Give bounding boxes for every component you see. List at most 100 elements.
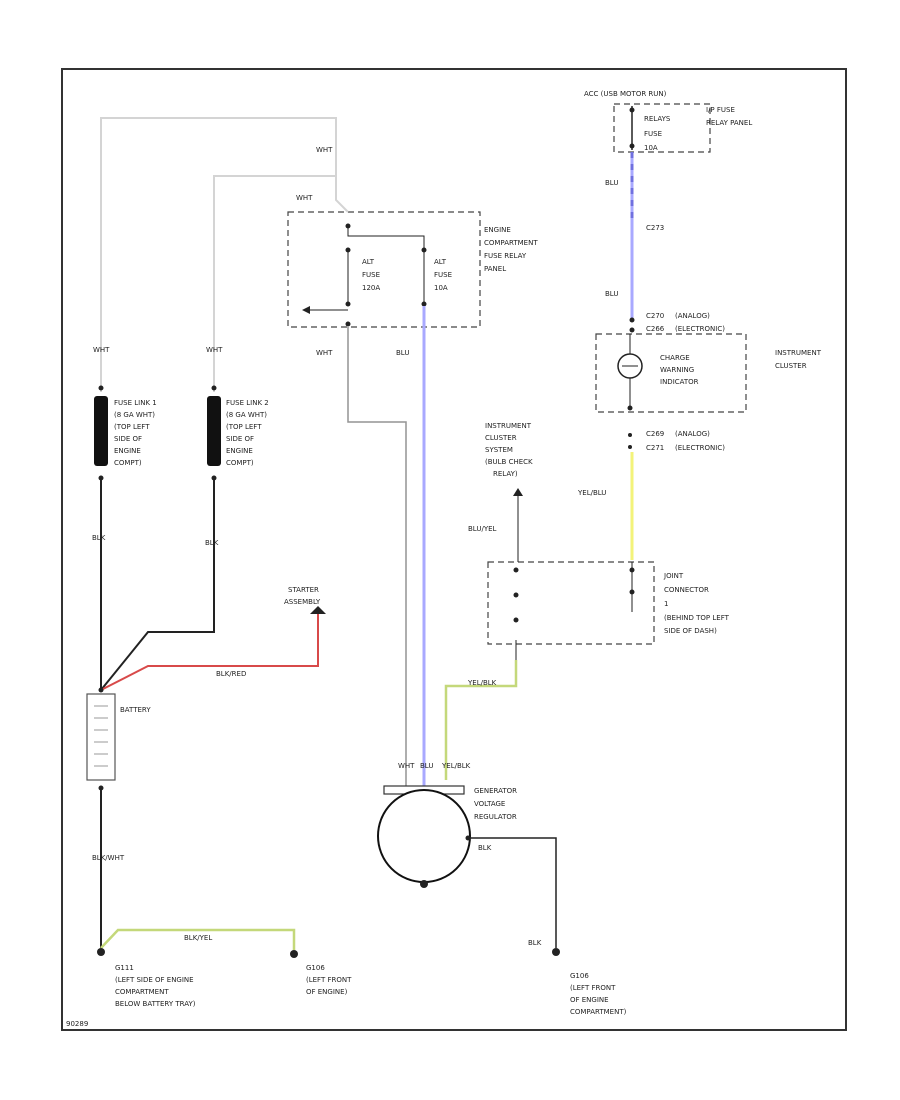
diagram-frame: [61, 68, 847, 1031]
ics-label-1: INSTRUMENT: [485, 422, 532, 430]
blu-mid-label: BLU: [396, 349, 409, 357]
yel-blk-gen-label: YEL/BLK: [441, 762, 471, 770]
wht-wire-fuse-link-2: [213, 175, 336, 392]
ip-fuse-relay-panel-box: [613, 103, 711, 153]
c271-terminal: [628, 445, 632, 449]
blk-wire-generator-ground: [468, 837, 557, 948]
jc-label-4: (BEHIND TOP LEFT: [664, 614, 730, 622]
jc-terminal: [513, 567, 519, 573]
fl1-label-2: (8 GA WHT): [114, 411, 155, 419]
fuse-terminal: [345, 321, 351, 327]
fl2-label-2: (8 GA WHT): [226, 411, 267, 419]
ground-g106-icon: [290, 950, 298, 958]
relays-fuse-label-3: 10A: [644, 144, 658, 152]
blu-gen-label: BLU: [420, 762, 433, 770]
ecfrp-label-2: COMPARTMENT: [484, 239, 538, 247]
g106b-label-2: (LEFT FRONT: [570, 984, 616, 992]
wht-top-label: WHT: [316, 146, 333, 154]
ip-relay-panel-label-1: I/P FUSE: [706, 106, 735, 114]
starter-label-2: ASSEMBLY: [284, 598, 321, 606]
gvr-label-1: GENERATOR: [474, 787, 517, 795]
starter-arrow-icon: [310, 606, 326, 614]
jc-label-3: 1: [664, 600, 668, 608]
fl1-label-4: SIDE OF: [114, 435, 142, 443]
diagram-id: 90289: [66, 1020, 88, 1028]
charge-label-2: WARNING: [660, 366, 694, 374]
g106a-label-3: OF ENGINE): [306, 988, 348, 996]
fuse-link-terminal: [211, 385, 217, 391]
blk-yel-wire: [100, 928, 296, 950]
ics-label-4: (BULB CHECK: [485, 458, 533, 466]
g106b-label-1: G106: [570, 972, 589, 980]
wht-fl2-label: WHT: [206, 346, 223, 354]
relay-arrow-icon: [513, 488, 523, 496]
instrument-cluster-box: [595, 333, 747, 413]
yel-blk-label: YEL/BLK: [467, 679, 497, 687]
ics-label-5: RELAY): [493, 470, 518, 478]
wht-wire-generator: [347, 326, 407, 788]
generator-terminal: [465, 835, 471, 841]
g106b-label-3: OF ENGINE: [570, 996, 609, 1004]
ecfrp-label-3: FUSE RELAY: [484, 252, 527, 260]
analog2-label: (ANALOG): [675, 430, 710, 438]
alt-fuse2-label-1: ALT: [434, 258, 447, 266]
starter-label-1: STARTER: [288, 586, 319, 594]
c266-terminal: [629, 327, 635, 333]
indicator-terminal: [627, 405, 633, 411]
wht-gen-label: WHT: [398, 762, 415, 770]
c266-label: C266: [646, 325, 665, 333]
blu-upper-label: BLU: [605, 179, 618, 187]
g106a-label-2: (LEFT FRONT: [306, 976, 352, 984]
jc-label-2: CONNECTOR: [664, 586, 709, 594]
battery: [86, 693, 116, 781]
alt-fuse1-label-3: 120A: [362, 284, 380, 292]
ip-relay-panel-label-2: RELAY PANEL: [706, 119, 752, 127]
wht-left-label: WHT: [316, 349, 333, 357]
c270-label: C270: [646, 312, 664, 320]
g111-label-1: G111: [115, 964, 134, 972]
blu-cluster-label: BLU: [605, 290, 618, 298]
fl2-label-3: (TOP LEFT: [226, 423, 262, 431]
battery-terminal: [98, 687, 104, 693]
fl1-label-3: (TOP LEFT: [114, 423, 150, 431]
wht-wire-generator-edge: [347, 326, 407, 788]
instrument-cluster-label-1: INSTRUMENT: [775, 349, 822, 357]
blk-gen-label: BLK: [478, 844, 492, 852]
fuse-link-2: [207, 396, 221, 466]
electronic2-label: (ELECTRONIC): [675, 444, 725, 452]
alt-fuse2-label-3: 10A: [434, 284, 448, 292]
generator-ground-terminal: [420, 880, 428, 888]
blk-yel-label: BLK/YEL: [184, 934, 212, 942]
relays-fuse-label-1: RELAYS: [644, 115, 671, 123]
arrow-icon: [302, 306, 310, 314]
charge-label-1: CHARGE: [660, 354, 690, 362]
fuse-terminal: [345, 223, 351, 229]
g106a-label-1: G106: [306, 964, 325, 972]
blk-wire-fuse-link-2: [100, 480, 215, 691]
yel-blu-label: YEL/BLU: [577, 489, 606, 497]
instrument-cluster-label-2: CLUSTER: [775, 362, 807, 370]
alt-fuse1-label-1: ALT: [362, 258, 375, 266]
relays-fuse-label-2: FUSE: [644, 130, 662, 138]
c273-label: C273: [646, 224, 664, 232]
blk-red-wire: [100, 614, 319, 691]
fuse-terminal: [345, 301, 351, 307]
charge-label-3: INDICATOR: [660, 378, 699, 386]
ics-label-2: CLUSTER: [485, 434, 517, 442]
fuse-terminal-dot: [629, 107, 635, 113]
blu-yel-label: BLU/YEL: [468, 525, 497, 533]
battery-label: BATTERY: [120, 706, 151, 714]
alt-fuse2-label-2: FUSE: [434, 271, 452, 279]
wht-wire-fuse-link-1: [100, 117, 349, 392]
g106b-label-4: COMPARTMENT): [570, 1008, 627, 1016]
fuse-link-terminal: [211, 475, 217, 481]
fuse-link-terminal: [98, 385, 104, 391]
generator-voltage-regulator: [377, 789, 471, 883]
yel-blk-wire: [444, 660, 518, 780]
fuse-terminal-dot: [629, 143, 635, 149]
fl1-label-1: FUSE LINK 1: [114, 399, 157, 407]
joint-connector-box: [487, 561, 655, 645]
g111-label-3: COMPARTMENT: [115, 988, 169, 996]
ics-label-3: SYSTEM: [485, 446, 513, 454]
